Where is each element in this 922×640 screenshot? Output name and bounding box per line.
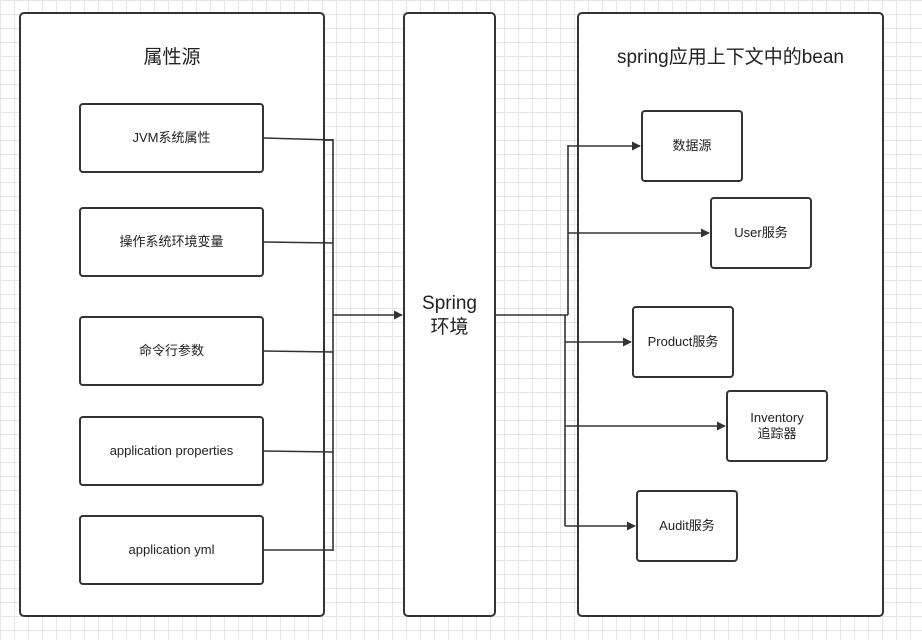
connector-cmd-args: [263, 350, 334, 353]
source-label: JVM系统属性: [132, 130, 211, 145]
connector-jvm: [263, 137, 334, 141]
bean-user-service: User服务: [710, 197, 812, 269]
bean-label: User服务: [734, 225, 788, 240]
spring-environment-label: Spring 环境: [405, 292, 494, 340]
bean-audit-service: Audit服务: [636, 490, 738, 562]
bean-product-service: Product服务: [632, 306, 734, 378]
source-application-properties: application properties: [79, 416, 264, 486]
bean-label: Product服务: [647, 334, 719, 349]
bean-datasource: 数据源: [641, 110, 743, 182]
spring-label-line2: 环境: [430, 317, 469, 338]
connector-app-properties: [263, 450, 334, 453]
beans-panel-title: spring应用上下文中的bean: [616, 47, 845, 68]
source-application-yml: application yml: [79, 515, 264, 585]
spring-environment-panel: Spring 环境: [403, 12, 496, 617]
source-label: 操作系统环境变量: [119, 234, 224, 249]
source-label: application properties: [109, 443, 234, 458]
bean-label: 数据源: [672, 138, 712, 153]
source-command-line-args: 命令行参数: [79, 316, 264, 386]
bean-label-line1: Inventory: [750, 410, 804, 425]
bean-label: Audit服务: [659, 518, 715, 533]
property-sources-title: 属性源: [143, 47, 201, 68]
source-os-env-variables: 操作系统环境变量: [79, 207, 264, 277]
connector-os-env: [263, 241, 334, 244]
source-jvm-system-properties: JVM系统属性: [79, 103, 264, 173]
bean-inventory-tracker: Inventory 追踪器: [726, 390, 828, 462]
source-label: 命令行参数: [138, 343, 204, 358]
source-label: application yml: [128, 542, 215, 557]
spring-label-line1: Spring: [422, 293, 477, 314]
bean-label-line2: 追踪器: [757, 426, 797, 441]
